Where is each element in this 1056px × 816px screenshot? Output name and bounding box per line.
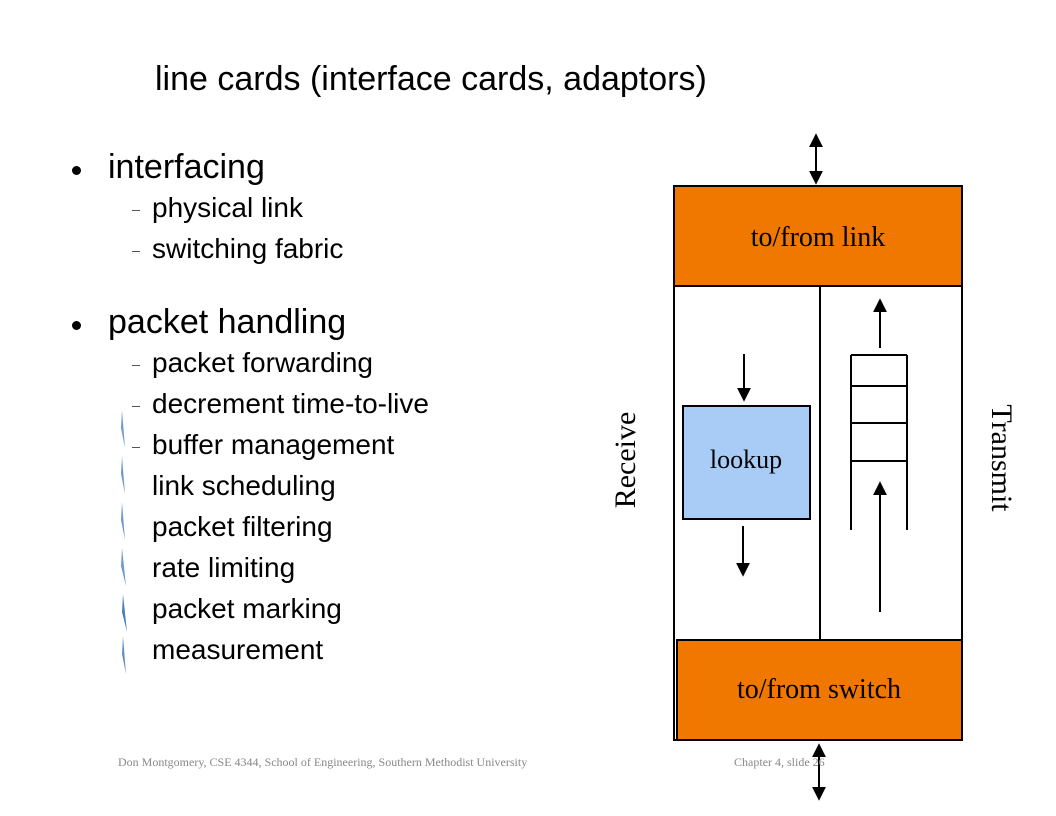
sub-item-label: buffer management	[152, 429, 395, 460]
sub-item-label: physical link	[152, 192, 303, 223]
footer-slide-number: Chapter 4, slide 26	[734, 755, 825, 769]
dash-icon	[132, 251, 140, 252]
bullet-dot-icon	[72, 166, 81, 175]
bullet-dot-icon	[72, 321, 81, 330]
sub-item-label: packet forwarding	[152, 347, 374, 378]
slide-title: line cards (interface cards, adaptors)	[155, 60, 707, 98]
to-from-link-label: to/from link	[751, 222, 886, 253]
lookup-box	[682, 405, 811, 520]
render-artifact-icon	[121, 410, 127, 674]
bullet-label: packet handling	[108, 303, 347, 341]
to-from-switch-box	[676, 639, 963, 741]
sub-item-label: rate limiting	[152, 552, 296, 583]
receive-label: Receive	[609, 412, 642, 509]
to-from-switch-label: to/from switch	[737, 674, 901, 705]
sub-item-label: decrement time-to-live	[152, 388, 429, 419]
bullet-label: interfacing	[108, 148, 265, 186]
dash-icon	[132, 210, 140, 211]
sub-item-label: packet filtering	[152, 511, 333, 542]
sub-item-label: packet marking	[152, 593, 342, 624]
lookup-label: lookup	[710, 445, 782, 474]
to-from-link-box	[673, 185, 963, 287]
footer-credit: Don Montgomery, CSE 4344, School of Engi…	[118, 755, 528, 769]
dash-icon	[132, 365, 140, 366]
transmit-queue-icon	[850, 354, 908, 530]
transmit-label: Transmit	[985, 404, 1018, 512]
sub-item-label: switching fabric	[152, 233, 344, 264]
dash-icon	[132, 447, 140, 448]
sub-item-label: link scheduling	[152, 470, 336, 501]
sub-item-label: measurement	[152, 634, 324, 665]
dash-icon	[132, 406, 140, 407]
